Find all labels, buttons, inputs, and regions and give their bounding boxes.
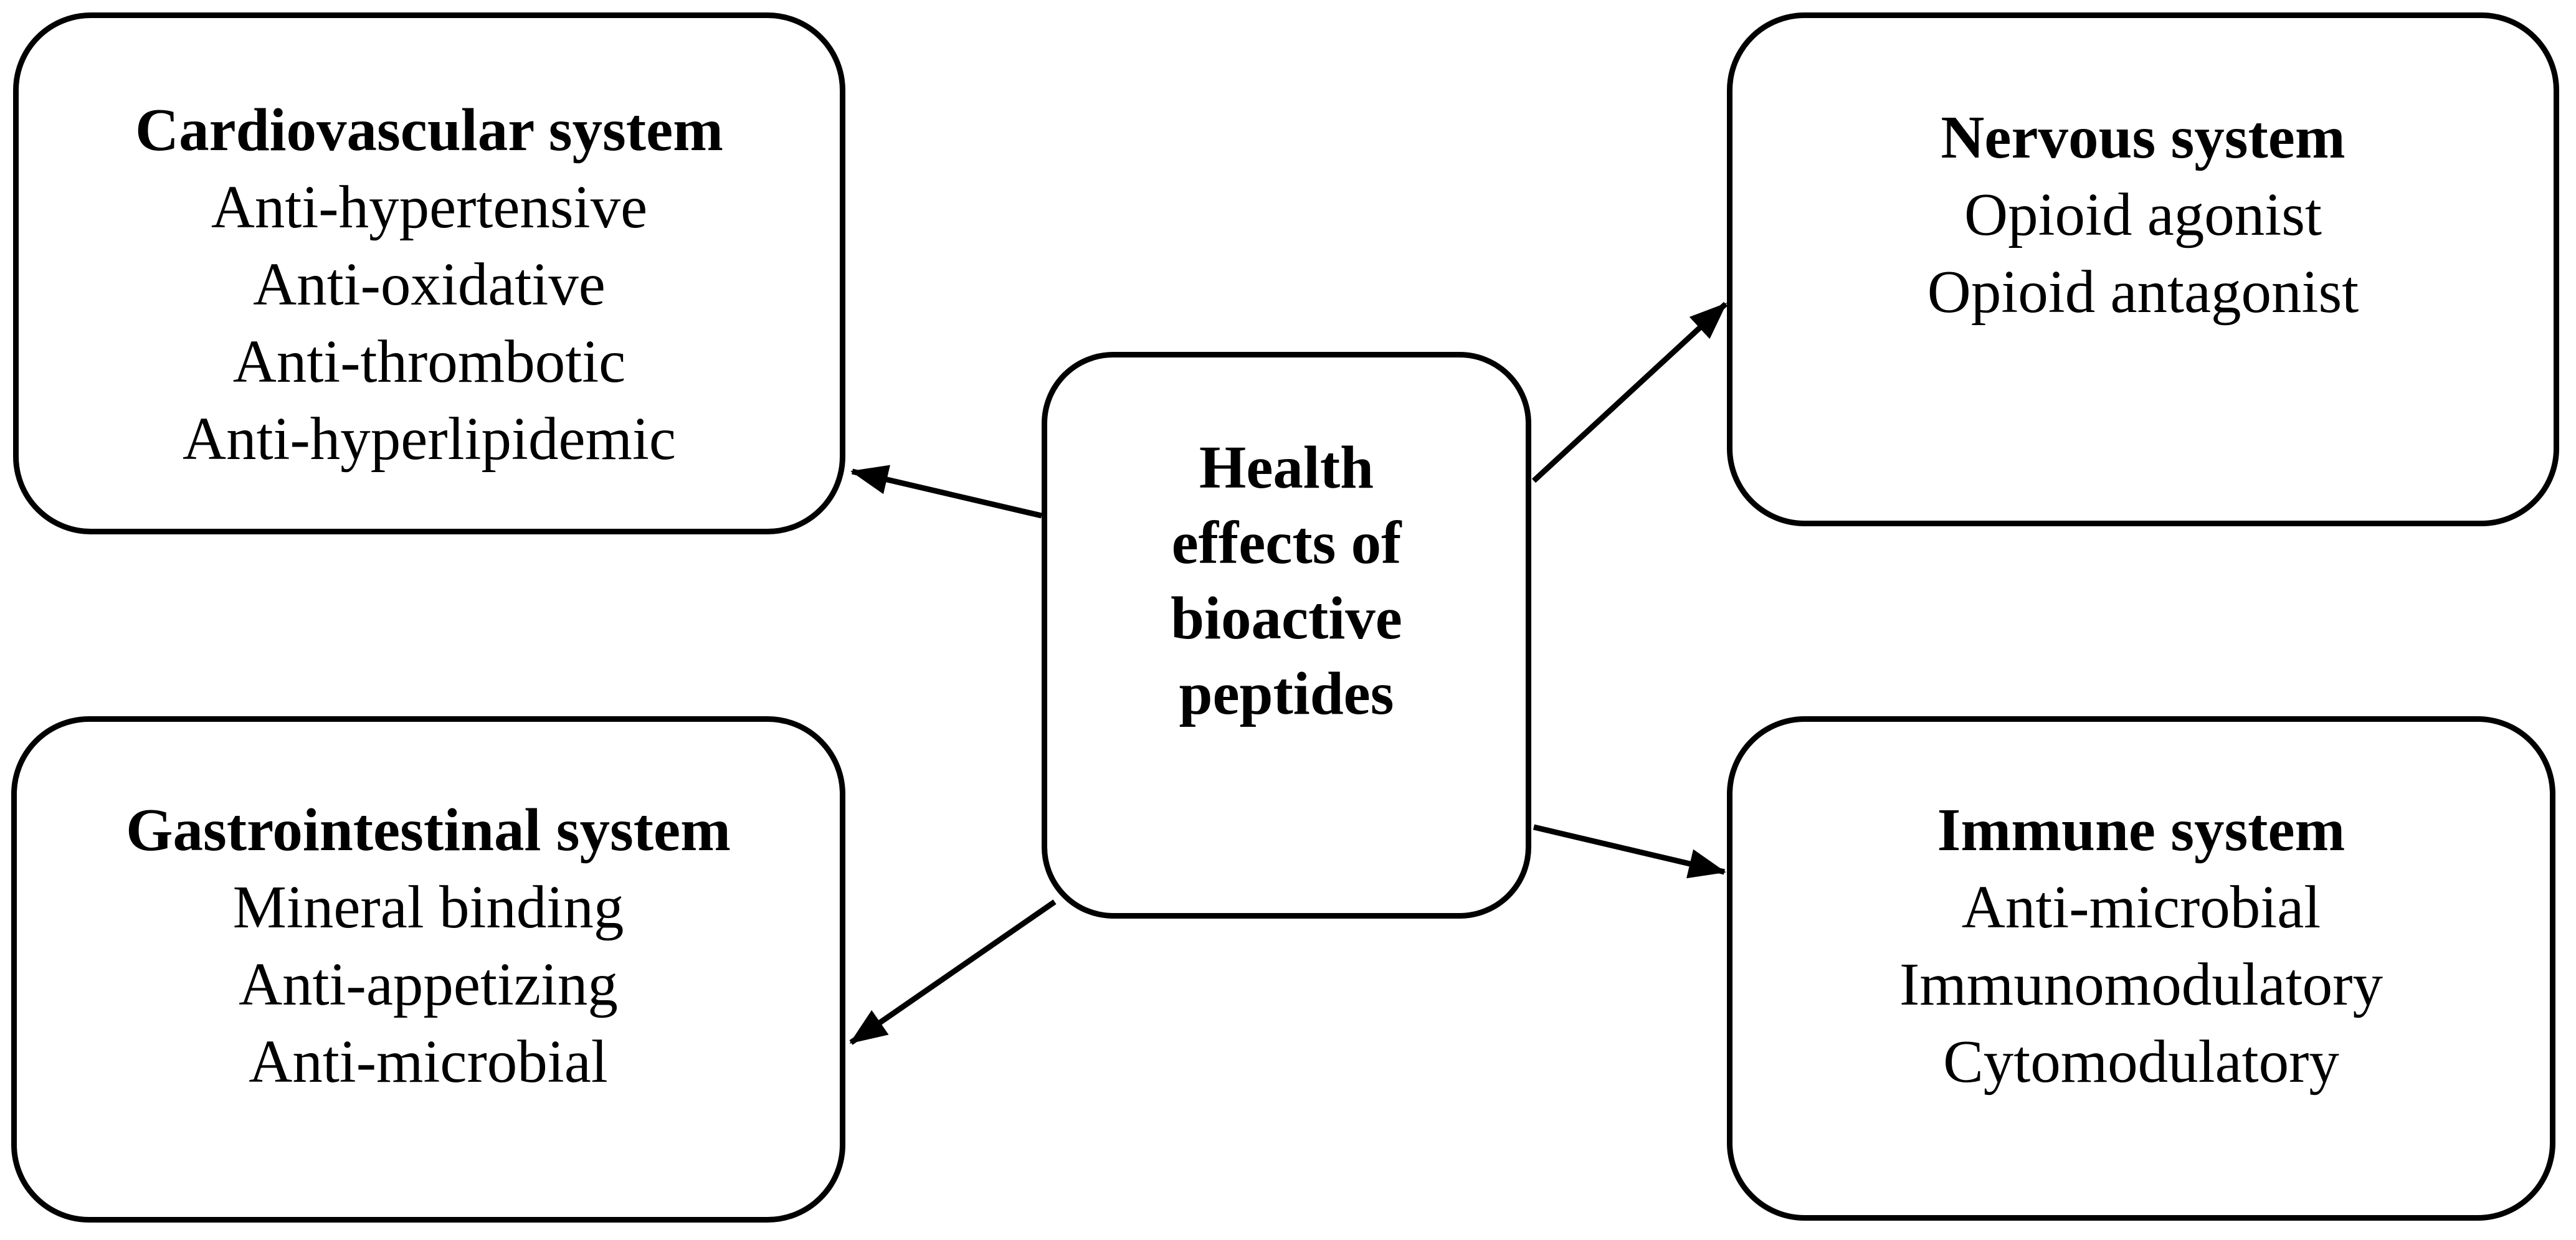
box-item: Anti-microbial: [249, 1028, 608, 1095]
center-title-line: peptides: [1179, 660, 1394, 727]
box-item: Cytomodulatory: [1943, 1028, 2339, 1095]
center-title-line: effects of: [1171, 509, 1402, 576]
box-item: Opioid agonist: [1964, 181, 2322, 248]
box-gastrointestinal-system: Gastrointestinal system Mineral binding …: [11, 716, 845, 1223]
box-nervous-system: Nervous system Opioid agonist Opioid ant…: [1727, 12, 2559, 526]
box-item: Opioid antagonist: [1927, 258, 2359, 325]
box-item: Anti-hypertensive: [211, 174, 648, 240]
box-item: Anti-thrombotic: [232, 328, 626, 395]
center-title-line: bioactive: [1171, 585, 1402, 651]
box-item: Mineral binding: [232, 874, 624, 940]
arrow-center-to-nervous: [1531, 301, 1728, 483]
box-center-health-effects: Health effects of bioactive peptides: [1042, 352, 1531, 919]
arrow-center-to-immune: [1533, 824, 1726, 879]
arrow-center-to-gastrointestinal: [849, 899, 1057, 1045]
box-immune-system: Immune system Anti-microbial Immunomodul…: [1727, 716, 2555, 1221]
box-title: Nervous system: [1941, 104, 2345, 171]
box-title: Gastrointestinal system: [126, 797, 731, 863]
box-title: Cardiovascular system: [135, 97, 723, 163]
box-item: Anti-hyperlipidemic: [183, 405, 676, 472]
box-item: Anti-microbial: [1961, 874, 2321, 940]
arrow-center-to-cardiovascular: [850, 465, 1043, 519]
box-title: Immune system: [1937, 797, 2345, 863]
box-item: Anti-oxidative: [253, 251, 606, 318]
center-title-line: Health: [1199, 434, 1374, 501]
box-cardiovascular-system: Cardiovascular system Anti-hypertensive …: [13, 12, 845, 534]
box-item: Immunomodulatory: [1899, 951, 2383, 1018]
box-item: Anti-appetizing: [239, 951, 618, 1018]
